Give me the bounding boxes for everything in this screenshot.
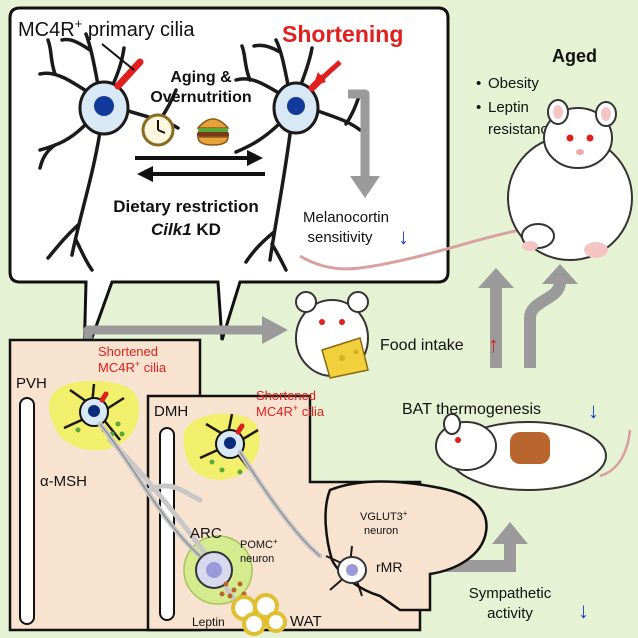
neuron-normal [38,32,180,272]
dmh-cilia-label-1: Shortened [256,388,316,403]
pvh-cilia-label-2: MC4R+ cilia [98,359,167,375]
process-arrows [135,150,265,182]
pomc-label-1: POMC+ [240,537,278,551]
obesity-label: Obesity [488,75,539,92]
food-intake-up-arrow: ↑ [488,332,499,357]
sympathetic-label-1: Sympathetic [469,585,552,602]
sympathetic-down-arrow: ↓ [578,598,589,623]
msh-label: α-MSH [40,473,87,490]
dmh-cilia-label-2: MC4R+ cilia [256,403,325,419]
sympathetic-arrow [440,522,528,572]
clock-icon [141,113,175,147]
pvh-neuron [63,383,125,441]
wat-icon [231,593,287,636]
vglut-label-2: neuron [364,525,398,537]
gray-arrows-right [478,264,578,368]
aged-title: Aged [552,46,597,66]
pvh-label: PVH [16,375,47,392]
gray-down-arrow [348,89,380,198]
restriction-label-2: Cilk1 KD [151,220,221,239]
eating-mouse-icon [295,291,369,379]
callout-box [8,6,450,361]
aging-label-1: Aging & [170,69,232,86]
leptin-resistance-label-2: resistance [488,121,556,138]
cilium-normal [114,58,144,90]
aging-label-2: Overnutrition [150,89,251,106]
melanocortin-label-1: Melanocortin [303,209,389,226]
melanocortin-down-arrow: ↓ [398,224,409,249]
bat-down-arrow: ↓ [588,398,599,423]
restriction-label-1: Dietary restriction [113,197,259,216]
leptin-dots [219,581,247,599]
dmh-label: DMH [154,403,188,420]
leptin-label: Leptin [192,615,225,629]
bat-label: BAT thermogenesis [402,401,541,418]
bullet-1: • [476,75,481,92]
thin-mouse-icon [435,413,632,491]
arc-label: ARC [190,525,222,542]
melanocortin-label-2: sensitivity [307,229,373,246]
pomc-neuron [195,551,233,589]
cilia-label: MC4R+ primary cilia [18,16,195,41]
food-intake-label: Food intake [380,337,464,354]
pomc-label-2: neuron [240,553,274,565]
vglut-label-1: VGLUT3+ [360,509,408,523]
obese-mouse-icon [299,99,633,271]
sympathetic-label-2: activity [487,605,533,622]
bat-tissue [510,432,550,464]
rmr-label: rMR [376,559,402,575]
shortening-label: Shortening [282,21,403,47]
wat-label: WAT [290,613,322,630]
leptin-resistance-label-1: Leptin [488,99,529,116]
pvh-cilia-label-1: Shortened [98,344,158,359]
vglut-neuron [325,545,367,597]
burger-icon [196,118,230,146]
neuron-shortened [234,38,362,272]
bullet-2: • [476,99,481,116]
callout-bubble [8,6,450,361]
